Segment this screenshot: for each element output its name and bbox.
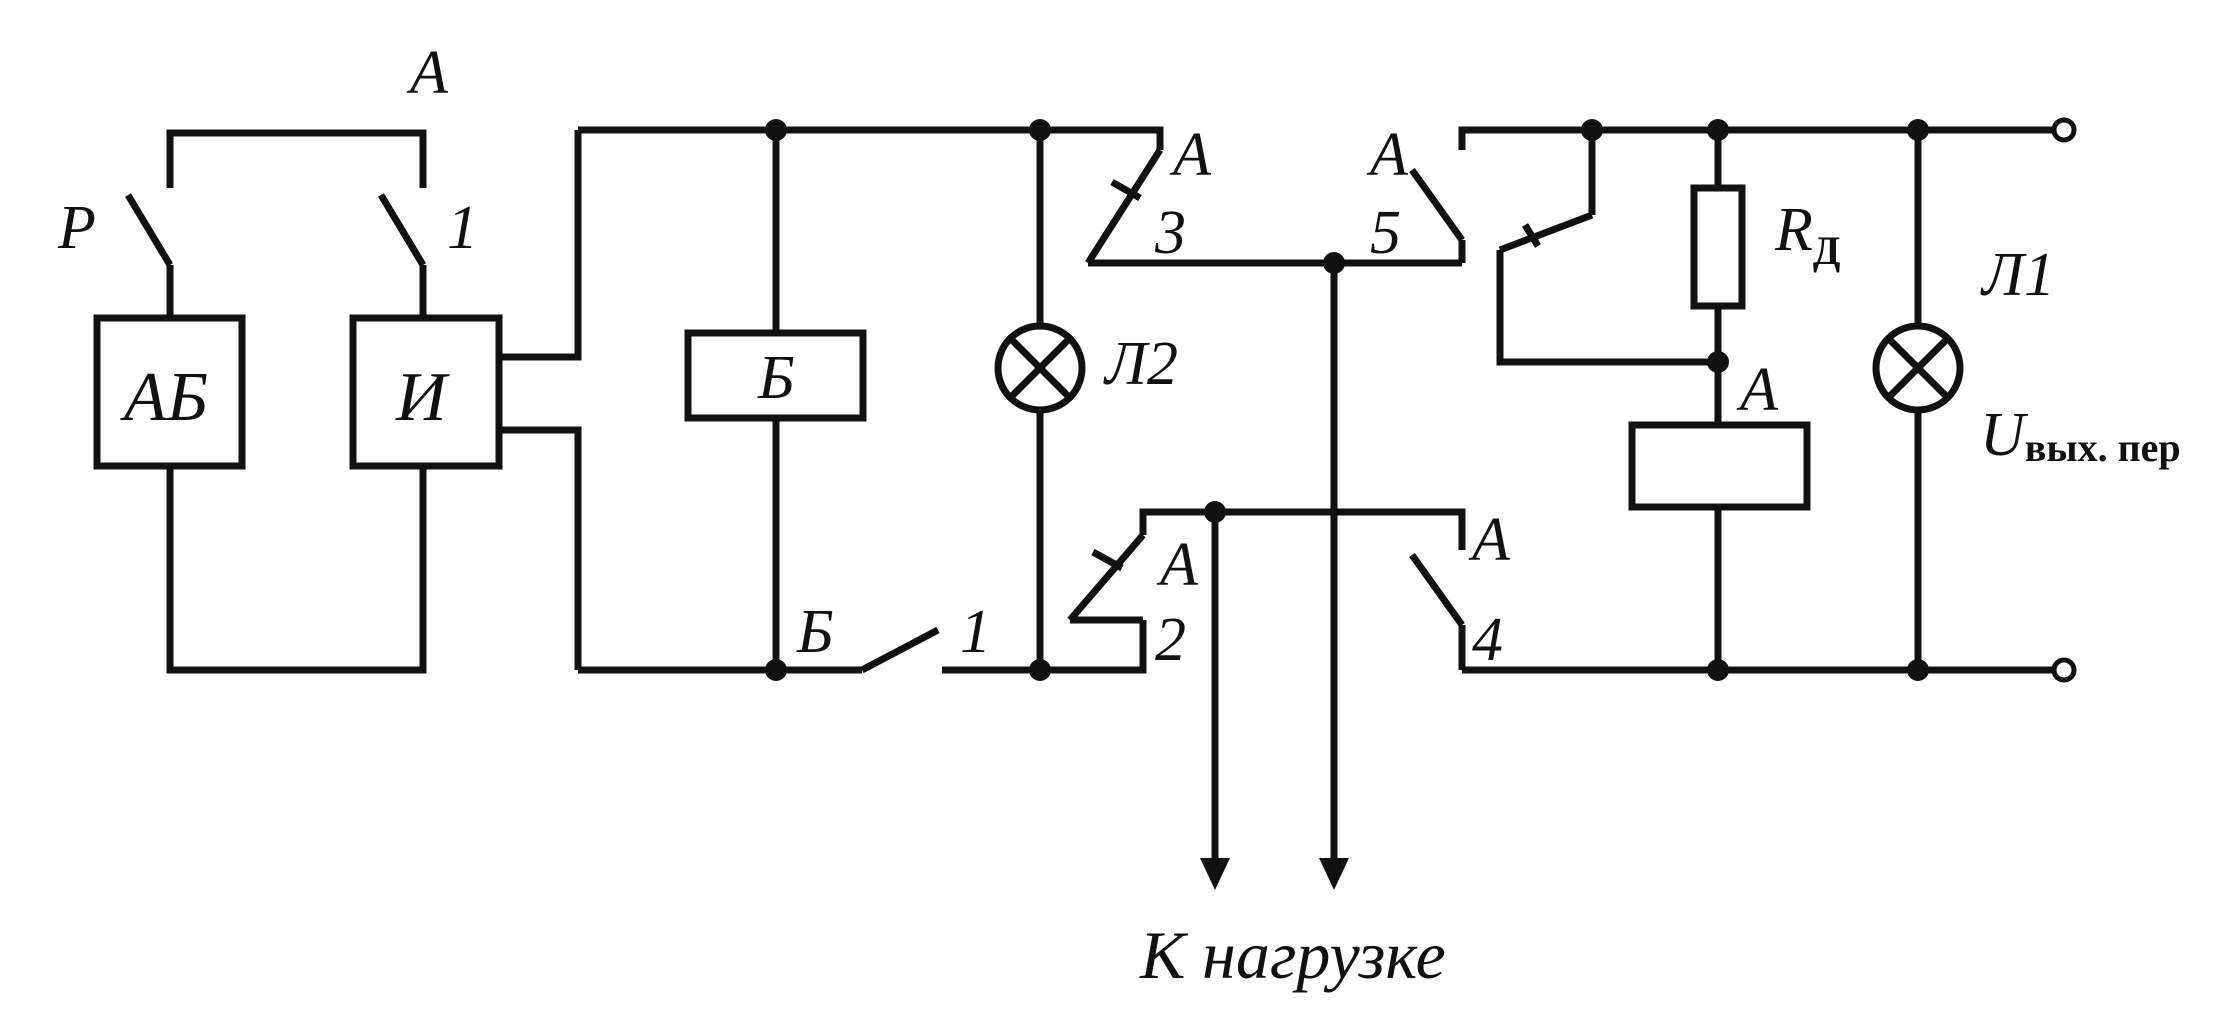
battery-box: [93, 314, 246, 470]
relay-a-coil-label: А: [1736, 356, 1779, 424]
contact-rd-bypass: [1496, 130, 1718, 366]
contact-a3: [1085, 148, 1163, 265]
wire-source-out-top: [499, 130, 582, 361]
center-section: [1088, 126, 1475, 890]
load-caption: К нагрузке: [1139, 917, 1446, 993]
output-voltage-label: Uвых. пер: [1980, 401, 2181, 470]
labels: Р А 1 АБ И Б Л2 А 3 А 5 А 2 А 4 Б 1 RД А…: [57, 39, 2181, 993]
relay-a-coil: [1628, 421, 1811, 511]
node-dot: [1907, 119, 1929, 141]
node-dot: [765, 119, 787, 141]
node-dot: [1707, 119, 1729, 141]
resistor-label: RД: [1774, 196, 1840, 273]
contact-a5-letter: А: [1366, 121, 1409, 189]
switch-1-top: [377, 193, 427, 318]
contact-a5: [1409, 126, 1475, 263]
lamp-l1: [1872, 322, 1964, 414]
wire-top-bus-left: [578, 126, 1164, 150]
lamp-l1-label: Л1: [1980, 241, 2055, 309]
node-dot: [1029, 119, 1051, 141]
relay-a-top-label: А: [406, 39, 449, 107]
contact-a3-letter: А: [1169, 121, 1212, 189]
wire-bottom-ab-i: [166, 466, 427, 674]
contact-a3-number: 3: [1154, 199, 1186, 267]
wire-bottom-to-a2: [1040, 620, 1147, 674]
lamp-l2: [994, 322, 1086, 414]
lamp-l2-label: Л2: [1103, 330, 1178, 398]
switch-p-label: Р: [57, 194, 96, 262]
contact-a2-letter: А: [1156, 531, 1199, 599]
node-dot: [1707, 351, 1729, 373]
relay-b-coil: [684, 329, 867, 422]
contact-a2-number: 2: [1155, 606, 1186, 674]
node-dot: [1323, 252, 1345, 274]
switch-p: [124, 193, 174, 318]
wire-top-p-1: [166, 129, 427, 188]
contact-a4-letter: А: [1468, 506, 1511, 574]
node-dot: [1029, 659, 1051, 681]
load-arrow-1: [1200, 858, 1230, 890]
resistor-rd: [1690, 184, 1746, 310]
relay-b-label: Б: [757, 344, 795, 412]
switch-1-top-label: 1: [447, 194, 478, 262]
battery-label: АБ: [120, 359, 208, 436]
contact-b1: [860, 626, 1040, 674]
node-dot: [1707, 659, 1729, 681]
left-section: [93, 129, 582, 674]
output-terminal-top: [2051, 117, 2077, 143]
wire-a2-a4: [1139, 508, 1466, 550]
contact-a4-number: 4: [1472, 606, 1503, 674]
right-section: [1462, 117, 2077, 683]
load-arrow-2: [1319, 858, 1349, 890]
contact-a4: [1409, 552, 1466, 670]
middle-left-section: [578, 119, 1164, 681]
node-dot: [1581, 119, 1603, 141]
wire-source-out-bottom: [499, 426, 582, 670]
node-dot: [1204, 501, 1226, 523]
source-label: И: [395, 359, 450, 436]
node-dot: [1907, 659, 1929, 681]
contact-b1-letter: Б: [796, 598, 834, 666]
contact-a5-number: 5: [1370, 199, 1401, 267]
contact-a2: [1067, 532, 1146, 624]
contact-b1-number: 1: [960, 598, 991, 666]
node-dot: [765, 659, 787, 681]
output-terminal-bottom: [2051, 657, 2077, 683]
